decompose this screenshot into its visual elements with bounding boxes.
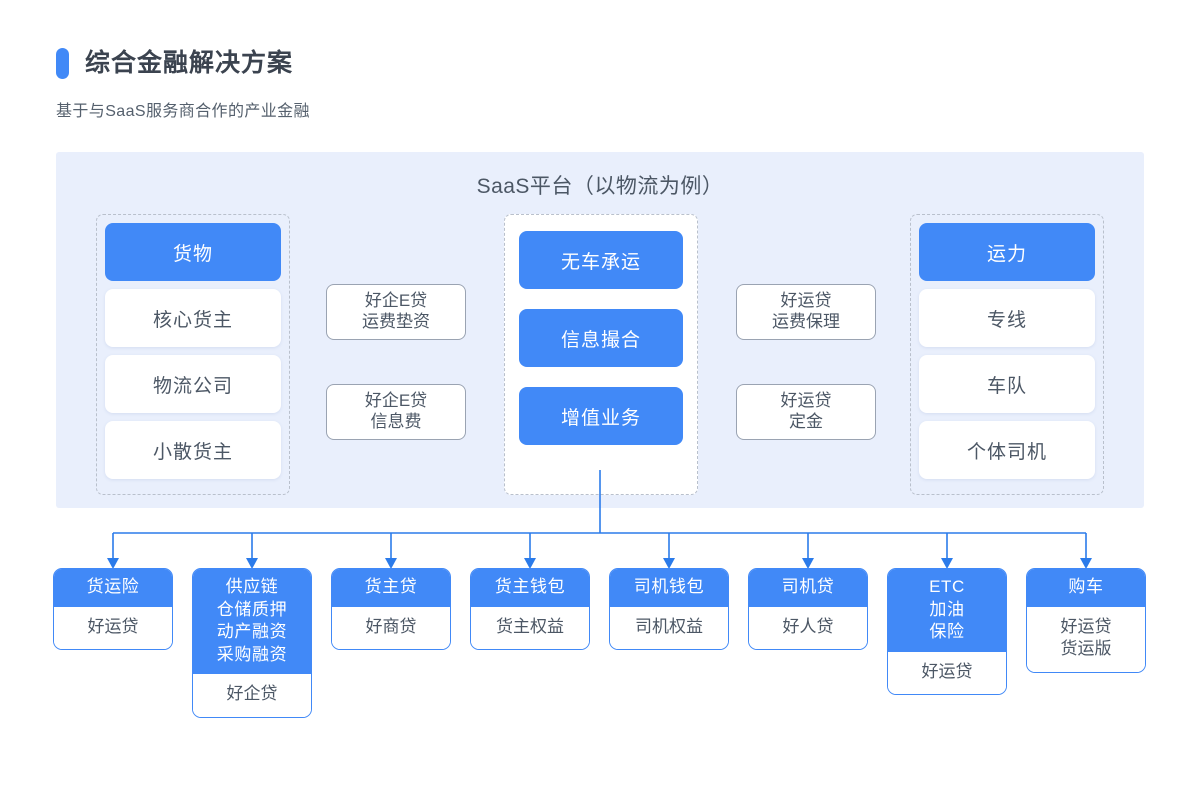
pill-haoqi-edai-freight-advance[interactable]: 好企E贷 运费垫资 <box>326 284 466 340</box>
card-head-line-1: 货主钱包 <box>494 577 566 596</box>
card-shipper-loan[interactable]: 货主贷 好商贷 <box>331 568 451 651</box>
card-body-line-1: 好运贷 <box>921 661 973 681</box>
card-driver-wallet[interactable]: 司机钱包 司机权益 <box>609 568 729 651</box>
card-head-line-1: ETC <box>929 577 965 596</box>
card-head-line-4: 采购融资 <box>216 644 288 664</box>
service-carrier-without-vehicle[interactable]: 无车承运 <box>519 231 683 289</box>
group-cargo-item-3[interactable]: 小散货主 <box>105 421 281 479</box>
card-head-line-1: 货主贷 <box>364 577 418 596</box>
pill-line-1: 好企E贷 <box>364 291 428 311</box>
card-head: 供应链 仓储质押 动产融资 采购融资 <box>193 569 311 675</box>
card-head-line-1: 购车 <box>1068 577 1104 596</box>
pill-line-2: 运费垫资 <box>362 312 430 331</box>
card-etc-fuel-insurance[interactable]: ETC 加油 保险 好运贷 <box>887 568 1007 696</box>
group-capacity-item-2[interactable]: 车队 <box>919 355 1095 413</box>
card-head-line-3: 动产融资 <box>216 622 288 642</box>
card-body-line-1: 好企贷 <box>226 684 278 704</box>
card-body-line-1: 货主权益 <box>496 616 564 636</box>
card-freight-insurance[interactable]: 货运险 好运贷 <box>53 568 173 651</box>
pill-line-1: 好企E贷 <box>364 391 428 411</box>
saas-platform-panel: SaaS平台（以物流为例） 货物 核心货主 物流公司 小散货主 无车承运 信息撮… <box>56 152 1144 508</box>
page-header: 综合金融解决方案 基于与SaaS服务商合作的产业金融 <box>56 48 310 121</box>
product-cards-row: 货运险 好运贷 供应链 仓储质押 动产融资 采购融资 好企贷 货主贷 好商贷 货… <box>0 568 1200 768</box>
title-marker-icon <box>56 48 69 79</box>
card-head: 货主钱包 <box>471 569 589 607</box>
card-body-line-1: 司机权益 <box>635 616 703 636</box>
card-body: 好运贷 货运版 <box>1027 606 1145 672</box>
card-head-line-2: 加油 <box>929 599 965 619</box>
card-head-line-3: 保险 <box>929 622 965 642</box>
group-capacity-item-1[interactable]: 专线 <box>919 289 1095 347</box>
card-body-line-2: 货运版 <box>1060 639 1112 659</box>
group-cargo-header[interactable]: 货物 <box>105 223 281 281</box>
card-body: 好人贷 <box>749 606 867 650</box>
pill-line-2: 运费保理 <box>772 312 840 331</box>
card-driver-loan[interactable]: 司机贷 好人贷 <box>748 568 868 651</box>
card-supply-chain-finance[interactable]: 供应链 仓储质押 动产融资 采购融资 好企贷 <box>192 568 312 719</box>
page-title: 综合金融解决方案 <box>85 49 294 77</box>
pill-line-2: 定金 <box>789 412 823 431</box>
group-cargo-item-2[interactable]: 物流公司 <box>105 355 281 413</box>
card-shipper-wallet[interactable]: 货主钱包 货主权益 <box>470 568 590 651</box>
card-vehicle-purchase[interactable]: 购车 好运贷 货运版 <box>1026 568 1146 673</box>
service-information-matching[interactable]: 信息撮合 <box>519 309 683 367</box>
card-head: 货主贷 <box>332 569 450 607</box>
card-body: 好运贷 <box>54 606 172 650</box>
group-capacity: 运力 专线 车队 个体司机 <box>910 214 1104 495</box>
card-head: 货运险 <box>54 569 172 607</box>
card-body: 货主权益 <box>471 606 589 650</box>
card-head: 司机钱包 <box>610 569 728 607</box>
card-head-line-1: 司机钱包 <box>633 577 705 596</box>
pill-line-1: 好运贷 <box>780 291 832 311</box>
pill-haoyundai-deposit[interactable]: 好运贷 定金 <box>736 384 876 440</box>
pill-haoyundai-freight-factoring[interactable]: 好运贷 运费保理 <box>736 284 876 340</box>
group-cargo: 货物 核心货主 物流公司 小散货主 <box>96 214 290 495</box>
pill-line-2: 信息费 <box>370 412 422 431</box>
card-body-line-1: 好人贷 <box>782 616 834 636</box>
card-head: ETC 加油 保险 <box>888 569 1006 652</box>
group-platform-services: 无车承运 信息撮合 增值业务 <box>504 214 698 495</box>
service-value-added[interactable]: 增值业务 <box>519 387 683 445</box>
card-body-line-1: 好运贷 <box>87 616 139 636</box>
group-cargo-item-1[interactable]: 核心货主 <box>105 289 281 347</box>
card-body: 司机权益 <box>610 606 728 650</box>
card-head-line-2: 仓储质押 <box>216 599 288 619</box>
group-capacity-header[interactable]: 运力 <box>919 223 1095 281</box>
card-body: 好运贷 <box>888 651 1006 695</box>
page-subtitle: 基于与SaaS服务商合作的产业金融 <box>56 103 310 120</box>
card-body-line-1: 好商贷 <box>365 616 417 636</box>
card-head-line-1: 货运险 <box>86 577 140 596</box>
pill-line-1: 好运贷 <box>780 391 832 411</box>
card-head-line-1: 司机贷 <box>781 577 835 596</box>
panel-title: SaaS平台（以物流为例） <box>476 175 724 198</box>
card-head: 司机贷 <box>749 569 867 607</box>
pill-haoqi-edai-info-fee[interactable]: 好企E贷 信息费 <box>326 384 466 440</box>
card-head: 购车 <box>1027 569 1145 607</box>
card-body-line-1: 好运贷 <box>1060 616 1112 636</box>
card-head-line-1: 供应链 <box>225 577 279 596</box>
title-row: 综合金融解决方案 <box>56 48 310 79</box>
card-body: 好企贷 <box>193 674 311 718</box>
card-body: 好商贷 <box>332 606 450 650</box>
group-capacity-item-3[interactable]: 个体司机 <box>919 421 1095 479</box>
